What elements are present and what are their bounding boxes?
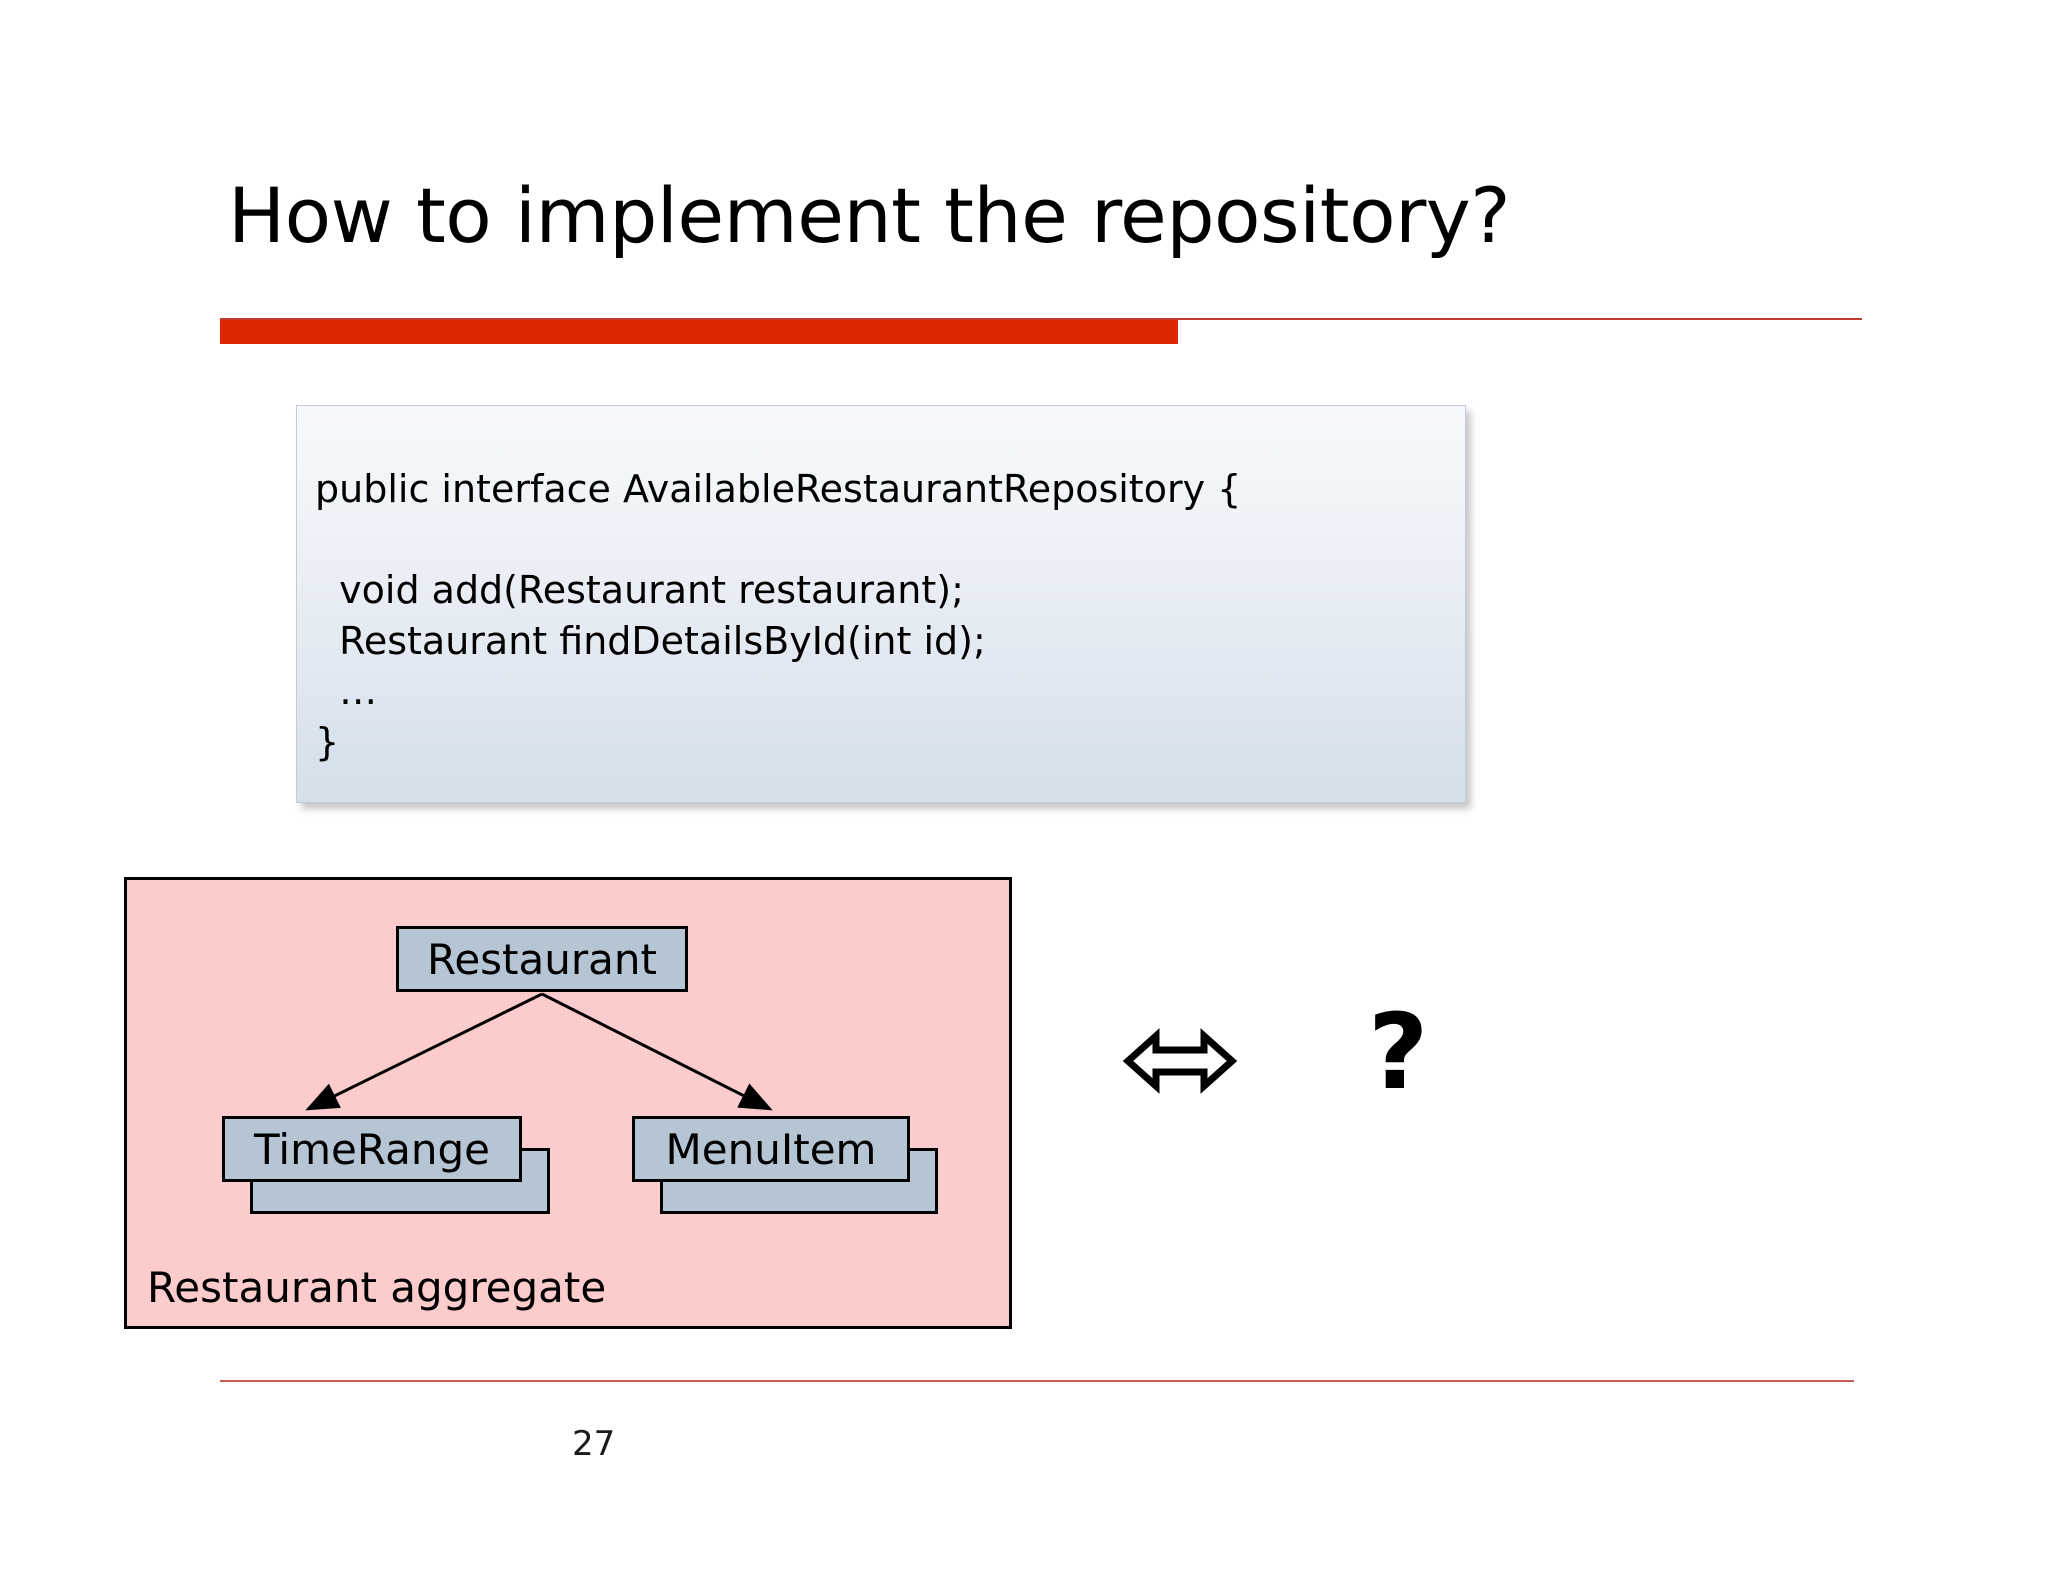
class-box-timerange: TimeRange xyxy=(222,1116,522,1182)
page-title: How to implement the repository? xyxy=(228,171,1511,260)
title-rule-thin xyxy=(220,318,1862,320)
code-block-text: public interface AvailableRestaurantRepo… xyxy=(315,467,1242,764)
class-box-restaurant: Restaurant xyxy=(396,926,688,992)
title-rule-thick xyxy=(220,320,1178,344)
question-mark: ? xyxy=(1368,991,1429,1113)
left-right-double-arrow-icon xyxy=(1122,1028,1238,1094)
page-number: 27 xyxy=(572,1424,616,1464)
code-block: public interface AvailableRestaurantRepo… xyxy=(296,405,1466,803)
aggregate-label: Restaurant aggregate xyxy=(147,1263,607,1312)
class-box-menuitem: MenuItem xyxy=(632,1116,910,1182)
footer-rule xyxy=(220,1380,1854,1382)
